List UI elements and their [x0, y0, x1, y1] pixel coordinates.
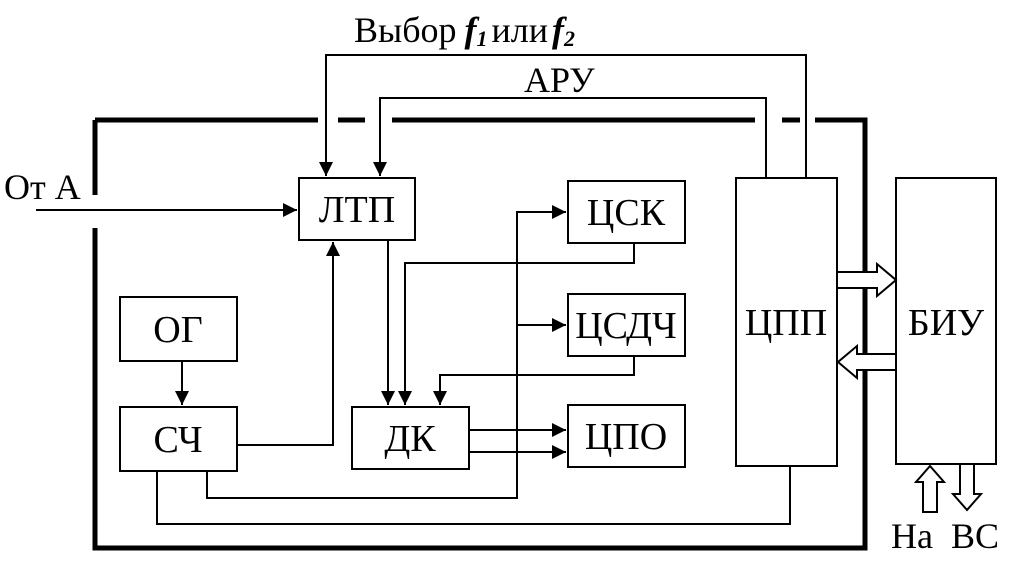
block-tsdch: ЦСДЧ	[567, 293, 686, 357]
block-tspo-label: ЦПО	[585, 416, 667, 458]
wire-sch-to-tsk	[206, 205, 566, 499]
enclosure-frame	[92, 117, 868, 551]
aru-label: АРУ	[524, 60, 595, 100]
block-ltp-label: ЛТП	[319, 189, 395, 231]
vs-label: ВС	[951, 516, 999, 556]
block-tsk: ЦСК	[567, 180, 686, 244]
wire-aru	[373, 97, 767, 178]
block-sch: СЧ	[119, 406, 238, 472]
block-ltp: ЛТП	[298, 177, 416, 241]
block-og-label: ОГ	[153, 309, 202, 351]
connections	[36, 54, 807, 525]
block-tsdch-label: ЦСДЧ	[575, 305, 677, 347]
wire-tsk-to-dk	[398, 243, 635, 405]
block-sch-label: СЧ	[153, 419, 202, 461]
block-tspp: ЦПП	[735, 177, 838, 467]
to-label: На	[891, 516, 933, 556]
block-biu-label: БИУ	[908, 302, 984, 344]
block-dk-label: ДК	[384, 418, 436, 460]
bus-arrow-up-in	[913, 464, 947, 513]
block-tspp-label: ЦПП	[745, 302, 827, 344]
wire-sch-to-ltp	[237, 242, 340, 446]
wire-sch-to-tspp	[156, 466, 791, 525]
bus-arrow-down-out	[950, 463, 984, 512]
bus-arrow-to-tspp	[836, 343, 897, 381]
block-dk: ДК	[351, 406, 470, 470]
from-a-label: От А	[4, 167, 81, 207]
bus-arrows	[836, 261, 984, 513]
bus-arrow-to-biu	[836, 261, 898, 299]
block-biu: БИУ	[895, 177, 997, 465]
block-tspo: ЦПО	[567, 404, 686, 468]
block-og: ОГ	[119, 296, 238, 362]
block-tsk-label: ЦСК	[587, 192, 666, 234]
wire-tsdch-to-dk	[433, 356, 635, 405]
wire-select-freq	[319, 54, 807, 178]
